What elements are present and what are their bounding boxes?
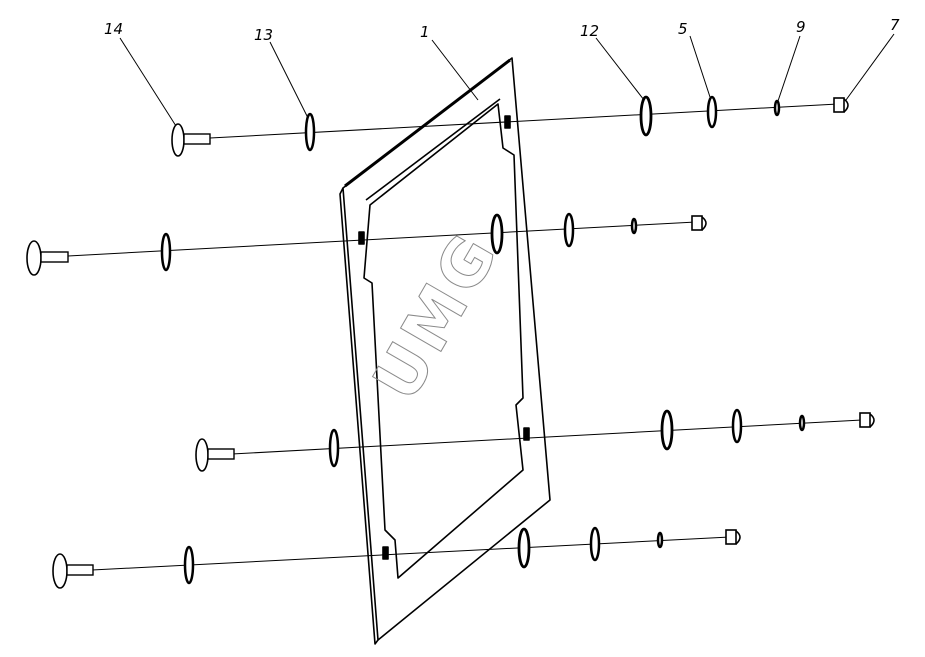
- leader-line-13: [269, 41, 309, 119]
- nut-icon: [833, 97, 849, 113]
- bolt-icon: [171, 123, 211, 157]
- spring-washer-icon: [563, 212, 575, 248]
- small-washer-icon: [630, 217, 638, 235]
- spring-washer-icon: [731, 408, 743, 444]
- leader-line-12: [595, 37, 645, 101]
- callout-13: 13: [254, 26, 273, 44]
- leader-line-5: [689, 35, 711, 98]
- leader-line-7: [845, 33, 895, 101]
- leader-line-14: [119, 37, 177, 127]
- callout-12: 12: [580, 22, 599, 40]
- fastener-row-2: [26, 212, 707, 276]
- callout-9: 9: [796, 18, 806, 36]
- callout-5: 5: [678, 20, 688, 38]
- fastener-row-1: [171, 95, 849, 157]
- bolt-icon: [195, 438, 235, 472]
- callout-1: 1: [420, 23, 430, 41]
- callout-labels: 14 13 1 12 5 9 7: [104, 16, 900, 44]
- leader-lines: [119, 33, 895, 127]
- fastener-rows: [26, 95, 875, 589]
- cover-plate: [339, 57, 551, 645]
- callout-7: 7: [890, 16, 900, 34]
- fastener-row-3: [195, 408, 875, 472]
- flat-washer-icon: [490, 213, 504, 255]
- rear-washer-icon: [183, 545, 195, 585]
- flat-washer-icon: [639, 95, 653, 137]
- rear-washer-icon: [304, 112, 316, 152]
- rear-washer-icon: [328, 428, 340, 468]
- callout-14: 14: [104, 20, 123, 38]
- flat-washer-icon: [660, 409, 674, 451]
- bolt-icon: [52, 553, 94, 589]
- small-washer-icon: [656, 531, 664, 549]
- leader-line-9: [777, 35, 801, 102]
- flat-washer-icon: [517, 527, 531, 569]
- leader-line-1: [431, 39, 479, 101]
- nut-icon: [725, 529, 741, 545]
- small-washer-icon: [773, 99, 781, 117]
- spring-washer-icon: [589, 526, 601, 562]
- rear-washer-icon: [160, 232, 172, 272]
- nut-icon: [859, 412, 875, 428]
- small-washer-icon: [798, 414, 806, 432]
- fastener-row-4: [52, 526, 741, 589]
- bolt-icon: [26, 240, 69, 276]
- spring-washer-icon: [706, 95, 718, 129]
- nut-icon: [691, 215, 707, 231]
